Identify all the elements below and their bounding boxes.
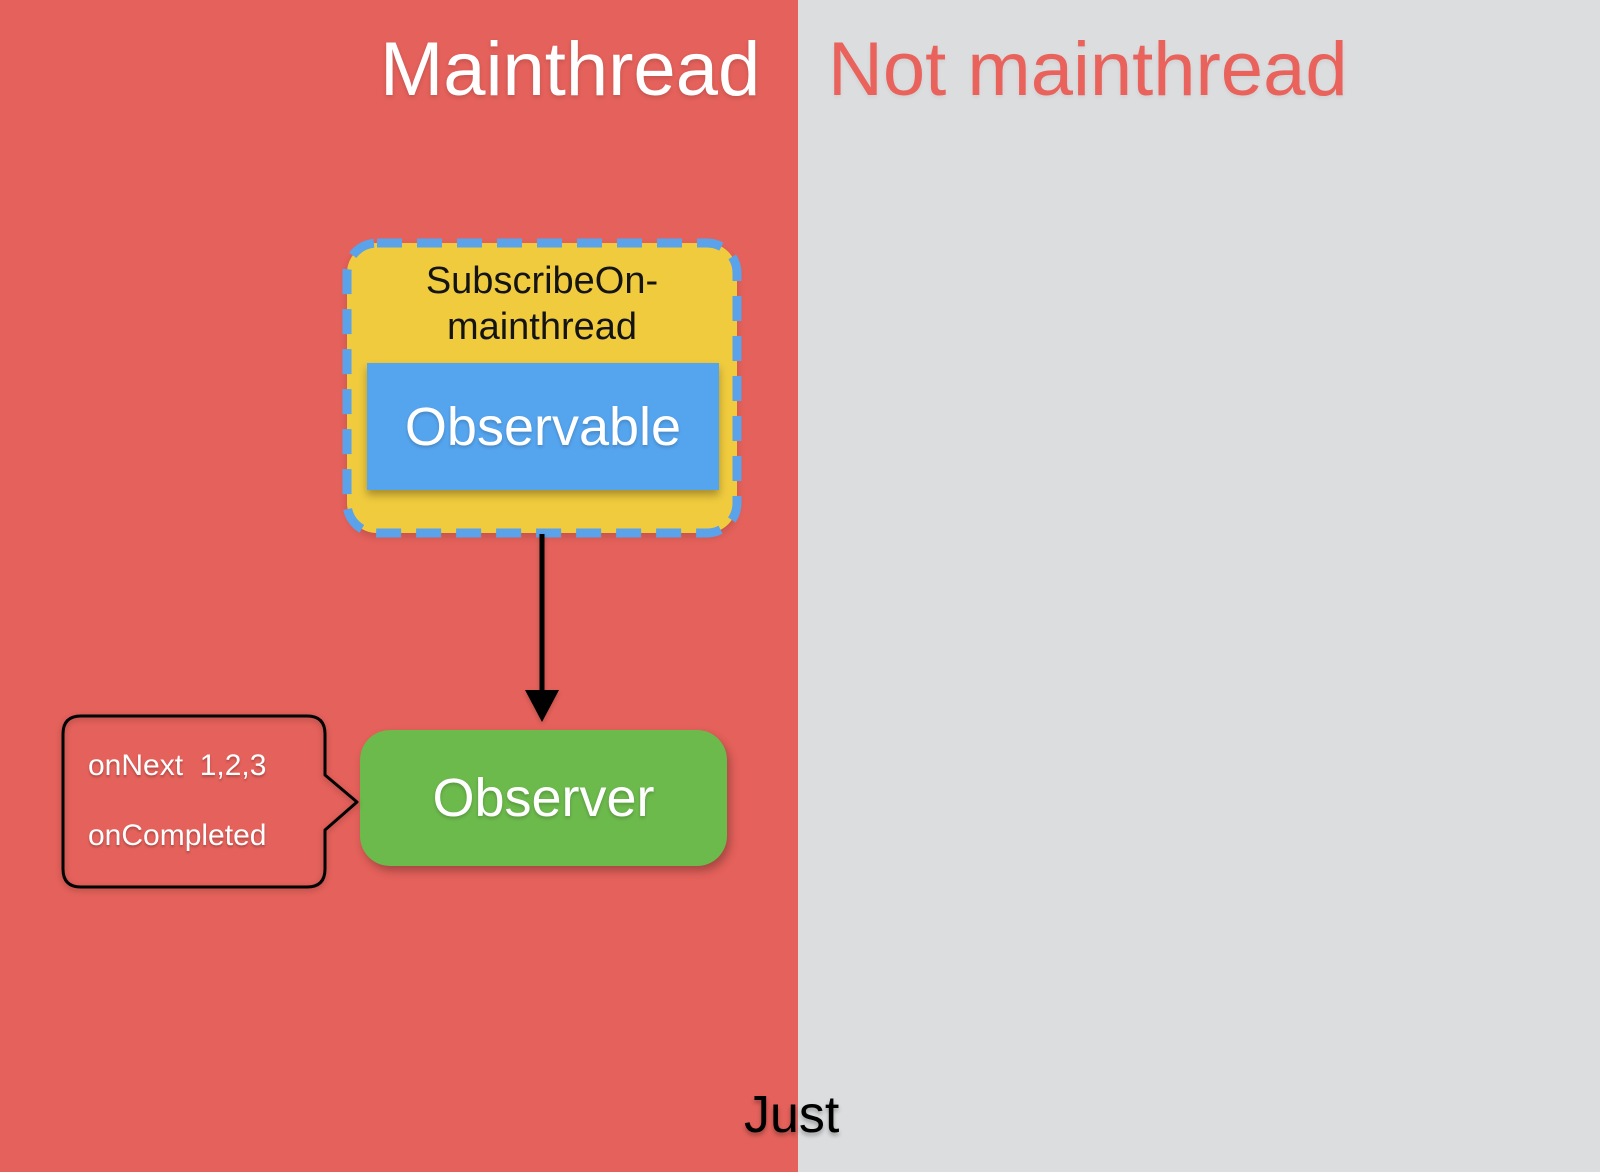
subscribeon-group-box: SubscribeOn- mainthread Observable (342, 238, 742, 538)
just-label: Just (744, 1086, 840, 1144)
callout-onnext-text: onNext 1,2,3 (88, 749, 267, 782)
subscribeon-label: SubscribeOn- mainthread (347, 259, 737, 350)
mainthread-title: Mainthread (380, 27, 761, 112)
observer-label: Observer (432, 768, 655, 828)
subscribeon-label-line1: SubscribeOn- (425, 260, 659, 302)
observer-box: Observer (360, 730, 727, 866)
down-arrow (525, 534, 559, 722)
not-mainthread-panel (798, 0, 1600, 1172)
mainthread-panel (0, 0, 798, 1172)
not-mainthread-title: Not mainthread (828, 27, 1348, 112)
callout-bubble (61, 714, 359, 889)
observable-box: Observable (367, 363, 719, 490)
subscribeon-label-line2: mainthread (446, 305, 638, 348)
callout-oncompleted-text: onCompleted (88, 819, 267, 852)
observable-label: Observable (404, 396, 682, 457)
